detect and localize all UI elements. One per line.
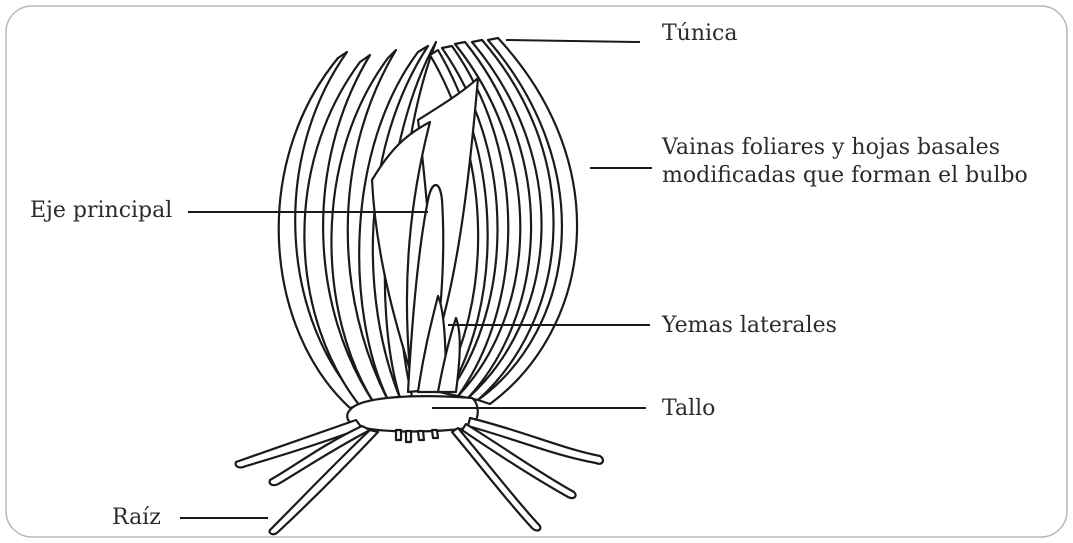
stem-basal-plate <box>347 396 478 431</box>
label-tunica: Túnica <box>662 20 738 48</box>
label-root: Raíz <box>112 504 161 532</box>
label-leaf-sheaths: Vainas foliares y hojas basales modifica… <box>662 134 1028 189</box>
label-leaf-sheaths-line1: Vainas foliares y hojas basales <box>662 134 1028 162</box>
label-stem: Tallo <box>662 395 715 423</box>
label-leaf-sheaths-line2: modificadas que forman el bulbo <box>662 162 1028 190</box>
label-lateral-buds: Yemas laterales <box>662 312 837 340</box>
label-main-axis: Eje principal <box>30 197 172 225</box>
